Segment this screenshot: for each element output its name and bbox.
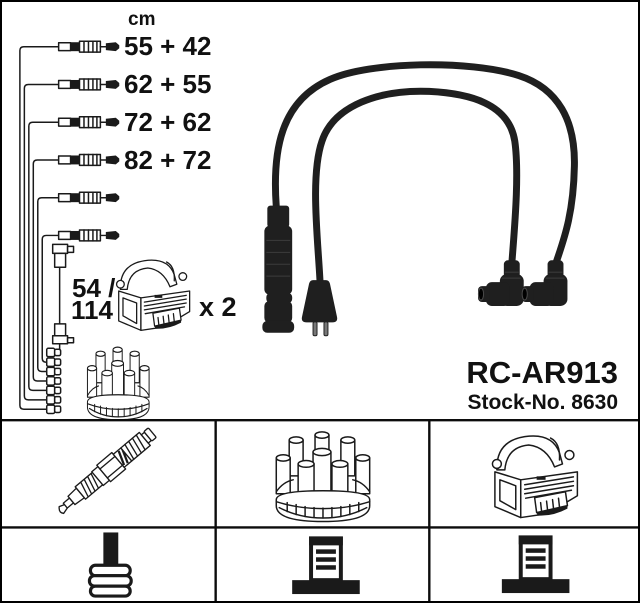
cone-boot — [301, 280, 338, 337]
stock-number: Stock-No. 8630 — [467, 391, 618, 414]
ignition-coil-drawing-top — [115, 259, 191, 331]
lead-rows — [57, 40, 121, 242]
coil-wire-length-line2: 114 — [71, 295, 113, 325]
distributor-cap-icon — [275, 431, 371, 523]
lead-bracket — [19, 45, 60, 411]
quantity-label: x 2 — [199, 292, 237, 322]
cable-length-label-1: 55 + 42 — [124, 31, 212, 61]
unit-label: cm — [128, 9, 156, 30]
coil-wire-drawing — [51, 243, 75, 351]
elbow-boot-left — [477, 259, 525, 307]
distributor-connector-icon — [290, 534, 362, 597]
coil-connector-icon — [499, 533, 572, 596]
straight-boot — [262, 205, 295, 333]
leads-photo — [262, 61, 578, 337]
cable-length-label-3: 72 + 62 — [124, 107, 212, 137]
ignition-coil-icon — [491, 435, 579, 519]
plug-boot-connector-icon — [87, 530, 133, 598]
distributor-cap-drawing-top — [86, 346, 150, 421]
elbow-boot-right — [521, 259, 568, 307]
spark-plug-icon — [51, 423, 161, 520]
cable-length-label-2: 62 + 55 — [124, 69, 212, 99]
cable-length-label-4: 82 + 72 — [124, 145, 212, 175]
parts-table-grid — [2, 419, 638, 601]
product-code: RC-AR913 — [466, 355, 618, 390]
terminal-stack — [45, 347, 62, 415]
coil-wire-length-line1: 54 / — [72, 273, 116, 303]
